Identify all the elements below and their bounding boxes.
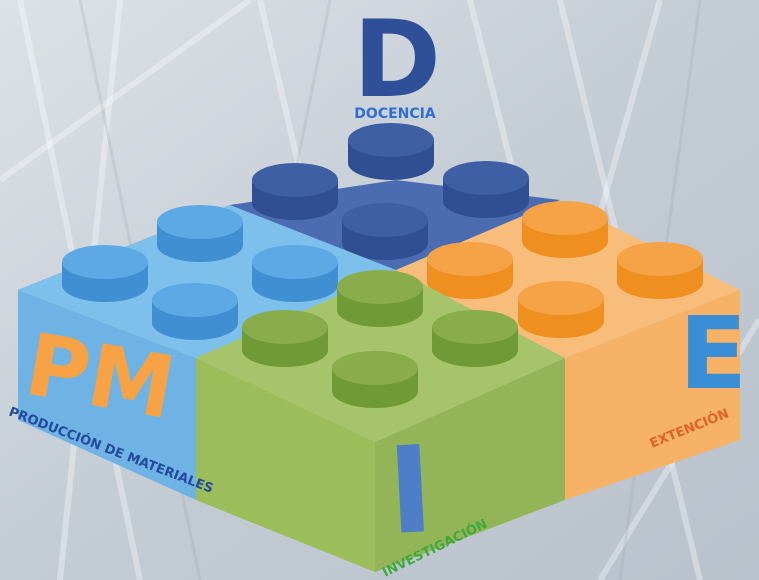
stud: [432, 310, 518, 367]
stud: [427, 242, 513, 299]
label-docencia: DOCENCIA: [354, 106, 436, 122]
stud: [337, 270, 423, 327]
studs-investigacion: [242, 270, 518, 408]
stud: [157, 205, 243, 262]
stud: [522, 201, 608, 258]
stud: [443, 161, 529, 218]
letter-i: I: [385, 421, 437, 562]
studs-produccion: [62, 205, 338, 340]
stud: [152, 283, 238, 340]
stud: [242, 310, 328, 367]
studs-docencia: [252, 123, 529, 260]
stud: [617, 242, 703, 299]
block-extencion: [396, 200, 740, 500]
stud: [252, 163, 338, 220]
stud: [332, 351, 418, 408]
letter-d: D: [353, 0, 441, 121]
stud: [342, 203, 428, 260]
stud: [252, 245, 338, 302]
stud: [348, 123, 434, 180]
stud: [518, 281, 604, 338]
block-produccion: [18, 205, 396, 500]
stud: [62, 245, 148, 302]
letter-e: E: [679, 295, 747, 412]
studs-extencion: [427, 201, 703, 338]
